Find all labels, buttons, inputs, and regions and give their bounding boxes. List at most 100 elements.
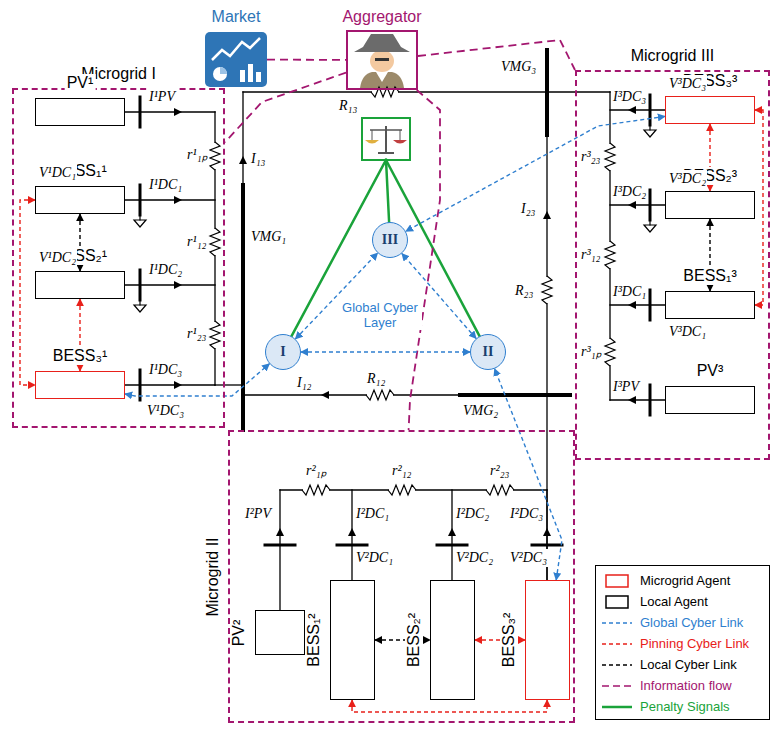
signal-label: I¹DC₃ bbox=[148, 361, 183, 379]
signal-label: I³PV bbox=[612, 378, 640, 396]
legend-line-sample bbox=[602, 622, 632, 624]
resistor-symbol bbox=[605, 241, 615, 269]
cyber-link bbox=[755, 110, 763, 305]
bus-bar bbox=[532, 544, 562, 547]
resistor-symbol bbox=[210, 142, 220, 170]
bus-bar bbox=[265, 544, 295, 547]
legend-box-sample bbox=[606, 575, 628, 587]
ground-symbol bbox=[644, 225, 656, 232]
global-agent-circle: III bbox=[372, 222, 408, 258]
ground-symbol bbox=[134, 220, 146, 227]
collar bbox=[376, 72, 388, 82]
signal-label: r³₁₂ bbox=[580, 246, 601, 264]
wire bbox=[243, 394, 460, 395]
resistor-symbol bbox=[605, 143, 615, 171]
cyber-link bbox=[406, 116, 665, 231]
signal-label: V¹DC₁ bbox=[38, 164, 77, 182]
current-arrow bbox=[543, 528, 551, 536]
current-arrow bbox=[239, 156, 247, 164]
current-arrow bbox=[174, 281, 182, 289]
current-arrow bbox=[174, 381, 182, 389]
scale-pan bbox=[393, 140, 407, 144]
legend-row: Pinning Cyber Link bbox=[600, 633, 765, 654]
signal-label: r²₂₃ bbox=[489, 462, 510, 480]
legend-text: Global Cyber Link bbox=[640, 615, 743, 630]
pie-slice bbox=[220, 67, 227, 74]
ground-symbol bbox=[644, 130, 656, 137]
local-agent-box: BESS₁² bbox=[330, 580, 375, 700]
legend-row: Local Cyber Link bbox=[600, 654, 765, 675]
signal-label: VMG₁ bbox=[250, 228, 287, 246]
bus-bar bbox=[241, 185, 245, 430]
information-flow-link bbox=[267, 59, 346, 61]
microgrid-region: Microgrid IIIBESS₃³BESS₂³BESS₁³PV³ bbox=[575, 70, 770, 460]
bus-bar bbox=[649, 95, 652, 125]
local-agent-box: PV² bbox=[255, 610, 305, 655]
current-arrow bbox=[276, 528, 284, 536]
penalty-box bbox=[362, 118, 410, 160]
cyber-link bbox=[301, 351, 470, 352]
node-text: Microgrid II bbox=[204, 535, 222, 618]
legend-text: Information flow bbox=[640, 678, 732, 693]
bus-bar bbox=[139, 185, 142, 215]
legend-text: Local Agent bbox=[640, 594, 708, 609]
signal-label: V²DC₁ bbox=[355, 549, 394, 567]
signal-label: V²DC₂ bbox=[455, 549, 494, 567]
legend-text: Penalty Signals bbox=[640, 699, 730, 714]
signal-label: VMG₂ bbox=[462, 402, 499, 420]
current-arrow bbox=[628, 201, 636, 209]
resistor-symbol bbox=[388, 485, 416, 495]
market-icon bbox=[205, 32, 267, 87]
ground-lead bbox=[649, 220, 650, 225]
scale-beam bbox=[370, 129, 402, 131]
resistor-symbol bbox=[210, 228, 220, 256]
wire bbox=[610, 304, 665, 305]
signal-label: I₂₃ bbox=[520, 200, 536, 218]
local-agent-box: PV³ bbox=[665, 386, 755, 414]
signal-label: I³DC₂ bbox=[612, 183, 647, 201]
node-text: PV³ bbox=[695, 362, 726, 380]
cyber-link bbox=[20, 200, 35, 385]
legend-sample bbox=[600, 615, 634, 631]
signal-label: r¹₁ₚ bbox=[186, 146, 209, 164]
local-agent-box: BESS₂² bbox=[430, 580, 475, 700]
legend-sample bbox=[600, 699, 634, 715]
bar bbox=[248, 64, 253, 82]
signal-label: r³₁ₚ bbox=[580, 343, 603, 361]
signal-label: V³DC₃ bbox=[668, 75, 707, 93]
icon-ground bbox=[205, 32, 267, 87]
signal-label: r¹₂₃ bbox=[186, 325, 207, 343]
legend-line-sample bbox=[602, 705, 632, 708]
information-flow-link bbox=[409, 90, 440, 430]
bus-bar bbox=[649, 385, 652, 415]
hat bbox=[354, 34, 410, 52]
legend-row: Local Agent bbox=[600, 591, 765, 612]
bus-bar bbox=[649, 190, 652, 220]
node-text: PV¹ bbox=[65, 74, 96, 92]
ground-symbol bbox=[134, 305, 146, 312]
eyes bbox=[375, 58, 389, 61]
pie-chart bbox=[213, 67, 227, 81]
legend-box: Microgrid AgentLocal AgentGlobal Cyber L… bbox=[595, 565, 770, 720]
legend-line-sample bbox=[602, 643, 632, 645]
ground-lead bbox=[139, 215, 140, 220]
current-arrow bbox=[348, 528, 356, 536]
legend-text: Local Cyber Link bbox=[640, 657, 737, 672]
aggregator-icon bbox=[354, 34, 410, 88]
scale-base bbox=[378, 152, 394, 154]
signal-label: I²PV bbox=[244, 505, 272, 523]
local-agent-box: BESS₂¹ bbox=[35, 271, 125, 299]
local-agent-box: PV¹ bbox=[35, 98, 125, 126]
market-box: Market bbox=[205, 32, 267, 87]
aggregator-box: Aggregator bbox=[346, 30, 418, 90]
microgrid-agent-box: BESS₃¹ bbox=[35, 371, 125, 399]
legend-sample bbox=[600, 594, 634, 610]
node-text: BESS₁² bbox=[305, 611, 323, 668]
current-arrow bbox=[321, 391, 329, 399]
bus-bar bbox=[460, 393, 570, 397]
signal-label: V³DC₁ bbox=[668, 323, 707, 341]
cyber-link bbox=[352, 700, 547, 712]
resistor-symbol bbox=[302, 485, 330, 495]
current-arrow bbox=[628, 106, 636, 114]
local-agent-box: BESS₂³ bbox=[665, 191, 755, 219]
